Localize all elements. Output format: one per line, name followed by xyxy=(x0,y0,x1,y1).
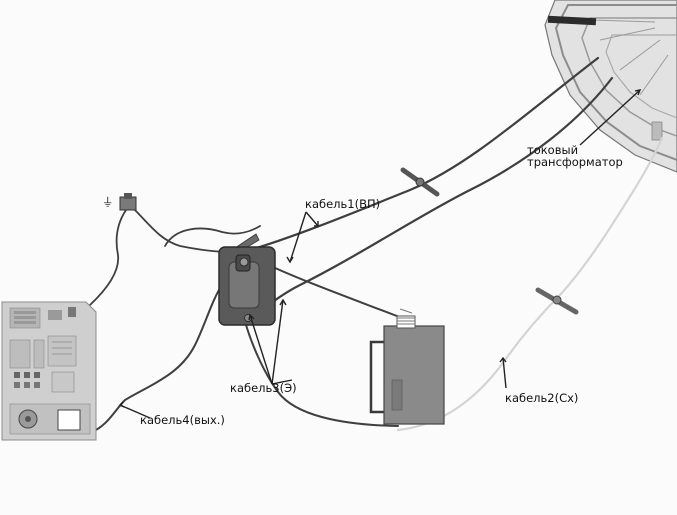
transformer-clamp-bar xyxy=(547,15,597,26)
control-panel xyxy=(1,301,97,441)
label-ct-line-2: трансформатор xyxy=(527,155,623,169)
clamp-wire-2 xyxy=(164,225,261,247)
label-ct-line-1: токовый xyxy=(527,143,578,157)
switch-box xyxy=(218,246,276,326)
current-transformer xyxy=(544,0,677,173)
label-cable-2: кабель2(Сх) xyxy=(505,391,578,405)
label-cable-1: кабель1(ВП) xyxy=(305,197,380,211)
cable-tie-lower xyxy=(535,287,579,315)
cable-3-lower xyxy=(243,317,399,427)
label-cable-4: кабель4(вых.) xyxy=(140,413,225,427)
cable-tie-upper xyxy=(400,167,440,197)
ground-clamp xyxy=(119,193,137,211)
cable-1-line xyxy=(248,56,600,252)
test-device xyxy=(369,308,445,425)
cable-4-line xyxy=(91,284,223,433)
label-cable-3: кабель3(Э) xyxy=(230,381,297,395)
ground-symbol-icon: ⏚ xyxy=(102,195,114,209)
cable-3-line xyxy=(244,76,614,324)
cable-switch-to-device xyxy=(261,261,403,319)
clamp-wire xyxy=(132,207,231,253)
label-arrows xyxy=(118,89,642,419)
cable-2-line xyxy=(396,136,664,432)
ground-cable xyxy=(89,209,127,306)
device-spring-terminal xyxy=(396,308,416,329)
